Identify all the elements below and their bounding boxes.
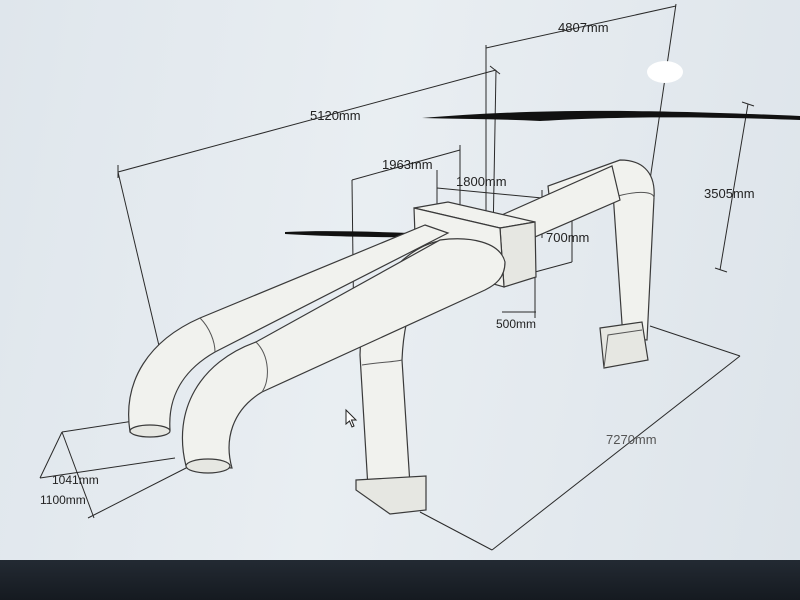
dim-outlet-1: 1041mm [52, 473, 99, 487]
duct-branch-front [181, 238, 506, 474]
dim-base-diagonal: 7270mm [606, 432, 657, 447]
dim-top-width: 4807mm [558, 20, 609, 35]
monitor-bezel [0, 560, 800, 600]
mouse-pointer-icon [345, 408, 358, 428]
dim-branch-offset: 1963mm [382, 157, 433, 172]
annotation-streak-right [422, 110, 800, 121]
dim-box-depth: 500mm [496, 317, 536, 331]
screen-glare [647, 61, 683, 83]
cad-viewport[interactable]: 5120mm 4807mm 1963mm 1800mm 700mm 500mm … [0, 0, 800, 560]
dim-overall-length: 5120mm [310, 108, 361, 123]
duct-branch-back [128, 224, 450, 438]
dim-box-height: 700mm [546, 230, 589, 245]
dim-outlet-2: 1100mm [40, 493, 86, 507]
dim-box-length: 1800mm [456, 174, 507, 189]
dimension-labels: 5120mm 4807mm 1963mm 1800mm 700mm 500mm … [40, 20, 755, 507]
monitor-screen: 5120mm 4807mm 1963mm 1800mm 700mm 500mm … [0, 0, 800, 560]
dim-right-drop: 3505mm [704, 186, 755, 201]
